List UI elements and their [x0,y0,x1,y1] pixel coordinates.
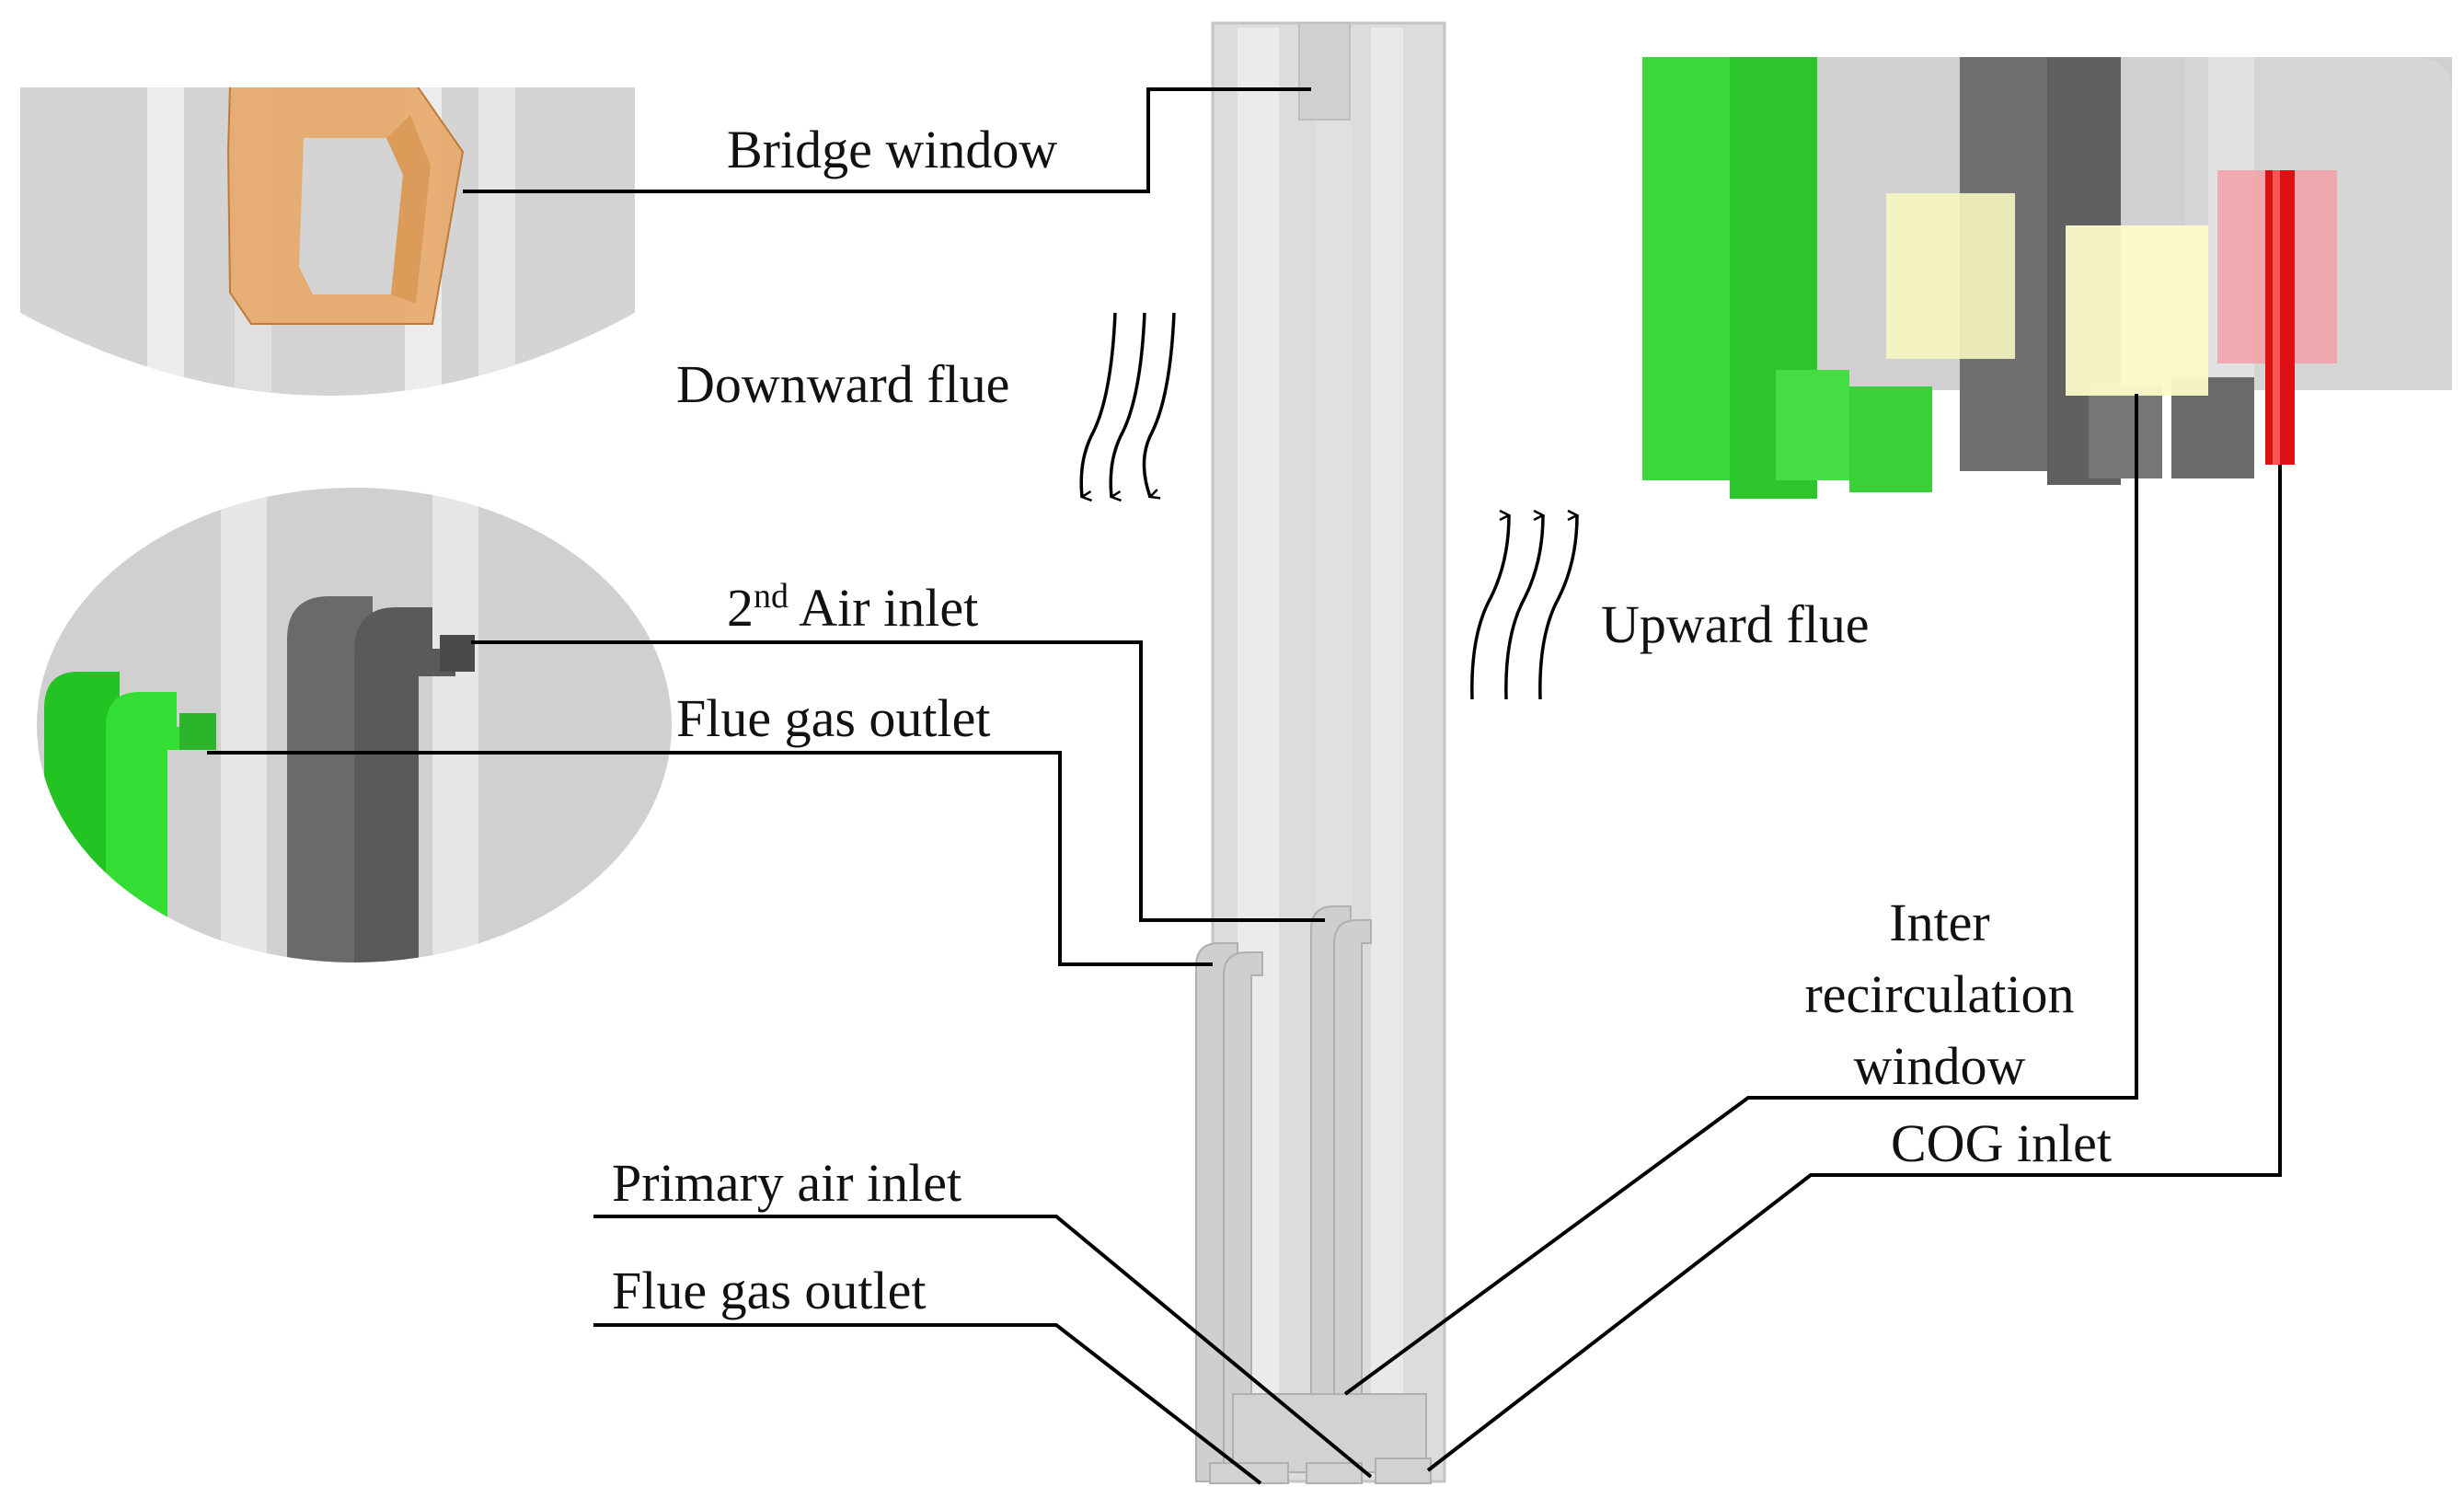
column-base [1209,1393,1432,1484]
downward-flow-arrows [1081,312,1176,497]
cog-inlet-box [2217,170,2337,465]
label-upward-flue: Upward flue [1601,594,1870,654]
yellow-inter-recirculation-boxes [1886,193,2208,396]
flue-gas-outlet-upper-leader [207,751,1213,966]
label-inter-line2: recirculation [1804,964,2074,1024]
label-flue-gas-outlet-lower: Flue gas outlet [612,1261,927,1320]
leader-lines [207,87,2282,1485]
second-air-inlet-number: 2 [727,578,754,638]
second-air-inlet-superscript: nd [754,577,789,616]
cog-inlet-leader [1426,465,2282,1472]
second-air-inlet-leader [471,640,1325,922]
label-flue-gas-outlet-upper: Flue gas outlet [676,688,991,748]
second-air-inlet-text: Air inlet [789,578,978,638]
flue-column [1195,21,1446,1484]
gray-air-inlet-pipes [287,596,475,962]
label-bridge-window: Bridge window [727,120,1057,179]
label-second-air-inlet: 2nd Air inlet [727,577,978,638]
inlets-inset [37,488,672,962]
inter-recirculation-leader [1343,394,2138,1396]
label-primary-air-inlet: Primary air inlet [612,1153,961,1213]
label-inter-line3: window [1854,1036,2026,1096]
label-inter-line1: Inter [1889,893,1990,952]
green-pipes [1642,57,1932,499]
recirculation-cog-inset [1642,57,2452,499]
label-downward-flue: Downward flue [676,354,1009,414]
lower-pipes [1195,905,1372,1482]
bridge-window-shape [226,87,465,325]
upward-flow-arrows [1470,515,1577,700]
bridge-window-inset [20,87,635,396]
flue-gas-outlet-lower-leader [593,1323,1262,1485]
label-cog-inlet: COG inlet [1891,1113,2112,1173]
bridge-window-leader [463,87,1311,193]
primary-air-inlet-leader [593,1215,1373,1479]
